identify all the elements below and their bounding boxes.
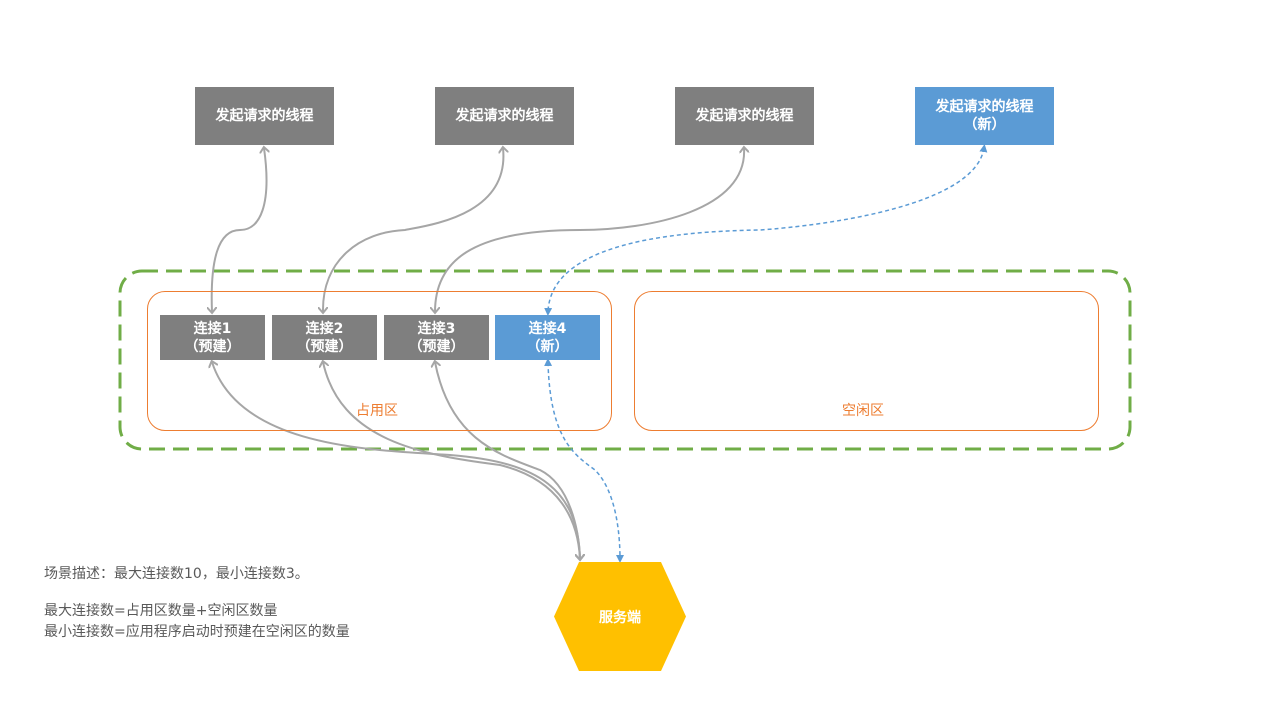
thread-sub-label: （新） [963,117,1006,133]
link-thread1-conn1 [212,148,267,312]
scenario-note: 场景描述：最大连接数10，最小连接数3。 [44,566,309,582]
connection-box-3: 连接3 （预建） [384,315,489,360]
link-thread4-conn4 [544,144,988,316]
connection-sub-label: （预建） [184,338,241,355]
link-conn4-server [544,358,624,563]
thread-label: 发起请求的线程 [455,108,554,124]
thread-label: 发起请求的线程 [935,99,1034,115]
connection-sub-label: （新） [526,338,569,355]
connection-box-4: 连接4 （新） [495,315,600,360]
connection-label: 连接3 [417,320,456,337]
thread-box-2: 发起请求的线程 [435,87,574,145]
link-thread3-conn3 [435,148,744,312]
connection-label: 连接2 [305,320,344,337]
connection-sub-label: （预建） [296,338,353,355]
link-thread2-conn2 [323,148,503,312]
server-hexagon [554,562,686,671]
connection-box-1: 连接1 （预建） [160,315,265,360]
server-label: 服务端 [599,609,641,626]
occupied-zone-label: 占用区 [356,403,398,419]
connection-label: 连接4 [528,320,567,337]
connection-sub-label: （预建） [408,338,465,355]
thread-label: 发起请求的线程 [695,108,794,124]
connection-box-2: 连接2 （预建） [272,315,377,360]
thread-label: 发起请求的线程 [215,108,314,124]
min-connections-definition: 最小连接数=应用程序启动时预建在空闲区的数量 [44,624,350,640]
occupied-zone [147,291,612,431]
connection-label: 连接1 [193,320,232,337]
thread-box-new: 发起请求的线程 （新） [915,87,1054,145]
idle-zone-label: 空闲区 [842,403,884,419]
idle-zone [634,291,1099,431]
thread-box-1: 发起请求的线程 [195,87,334,145]
max-connections-definition: 最大连接数=占用区数量+空闲区数量 [44,603,278,619]
thread-box-3: 发起请求的线程 [675,87,814,145]
